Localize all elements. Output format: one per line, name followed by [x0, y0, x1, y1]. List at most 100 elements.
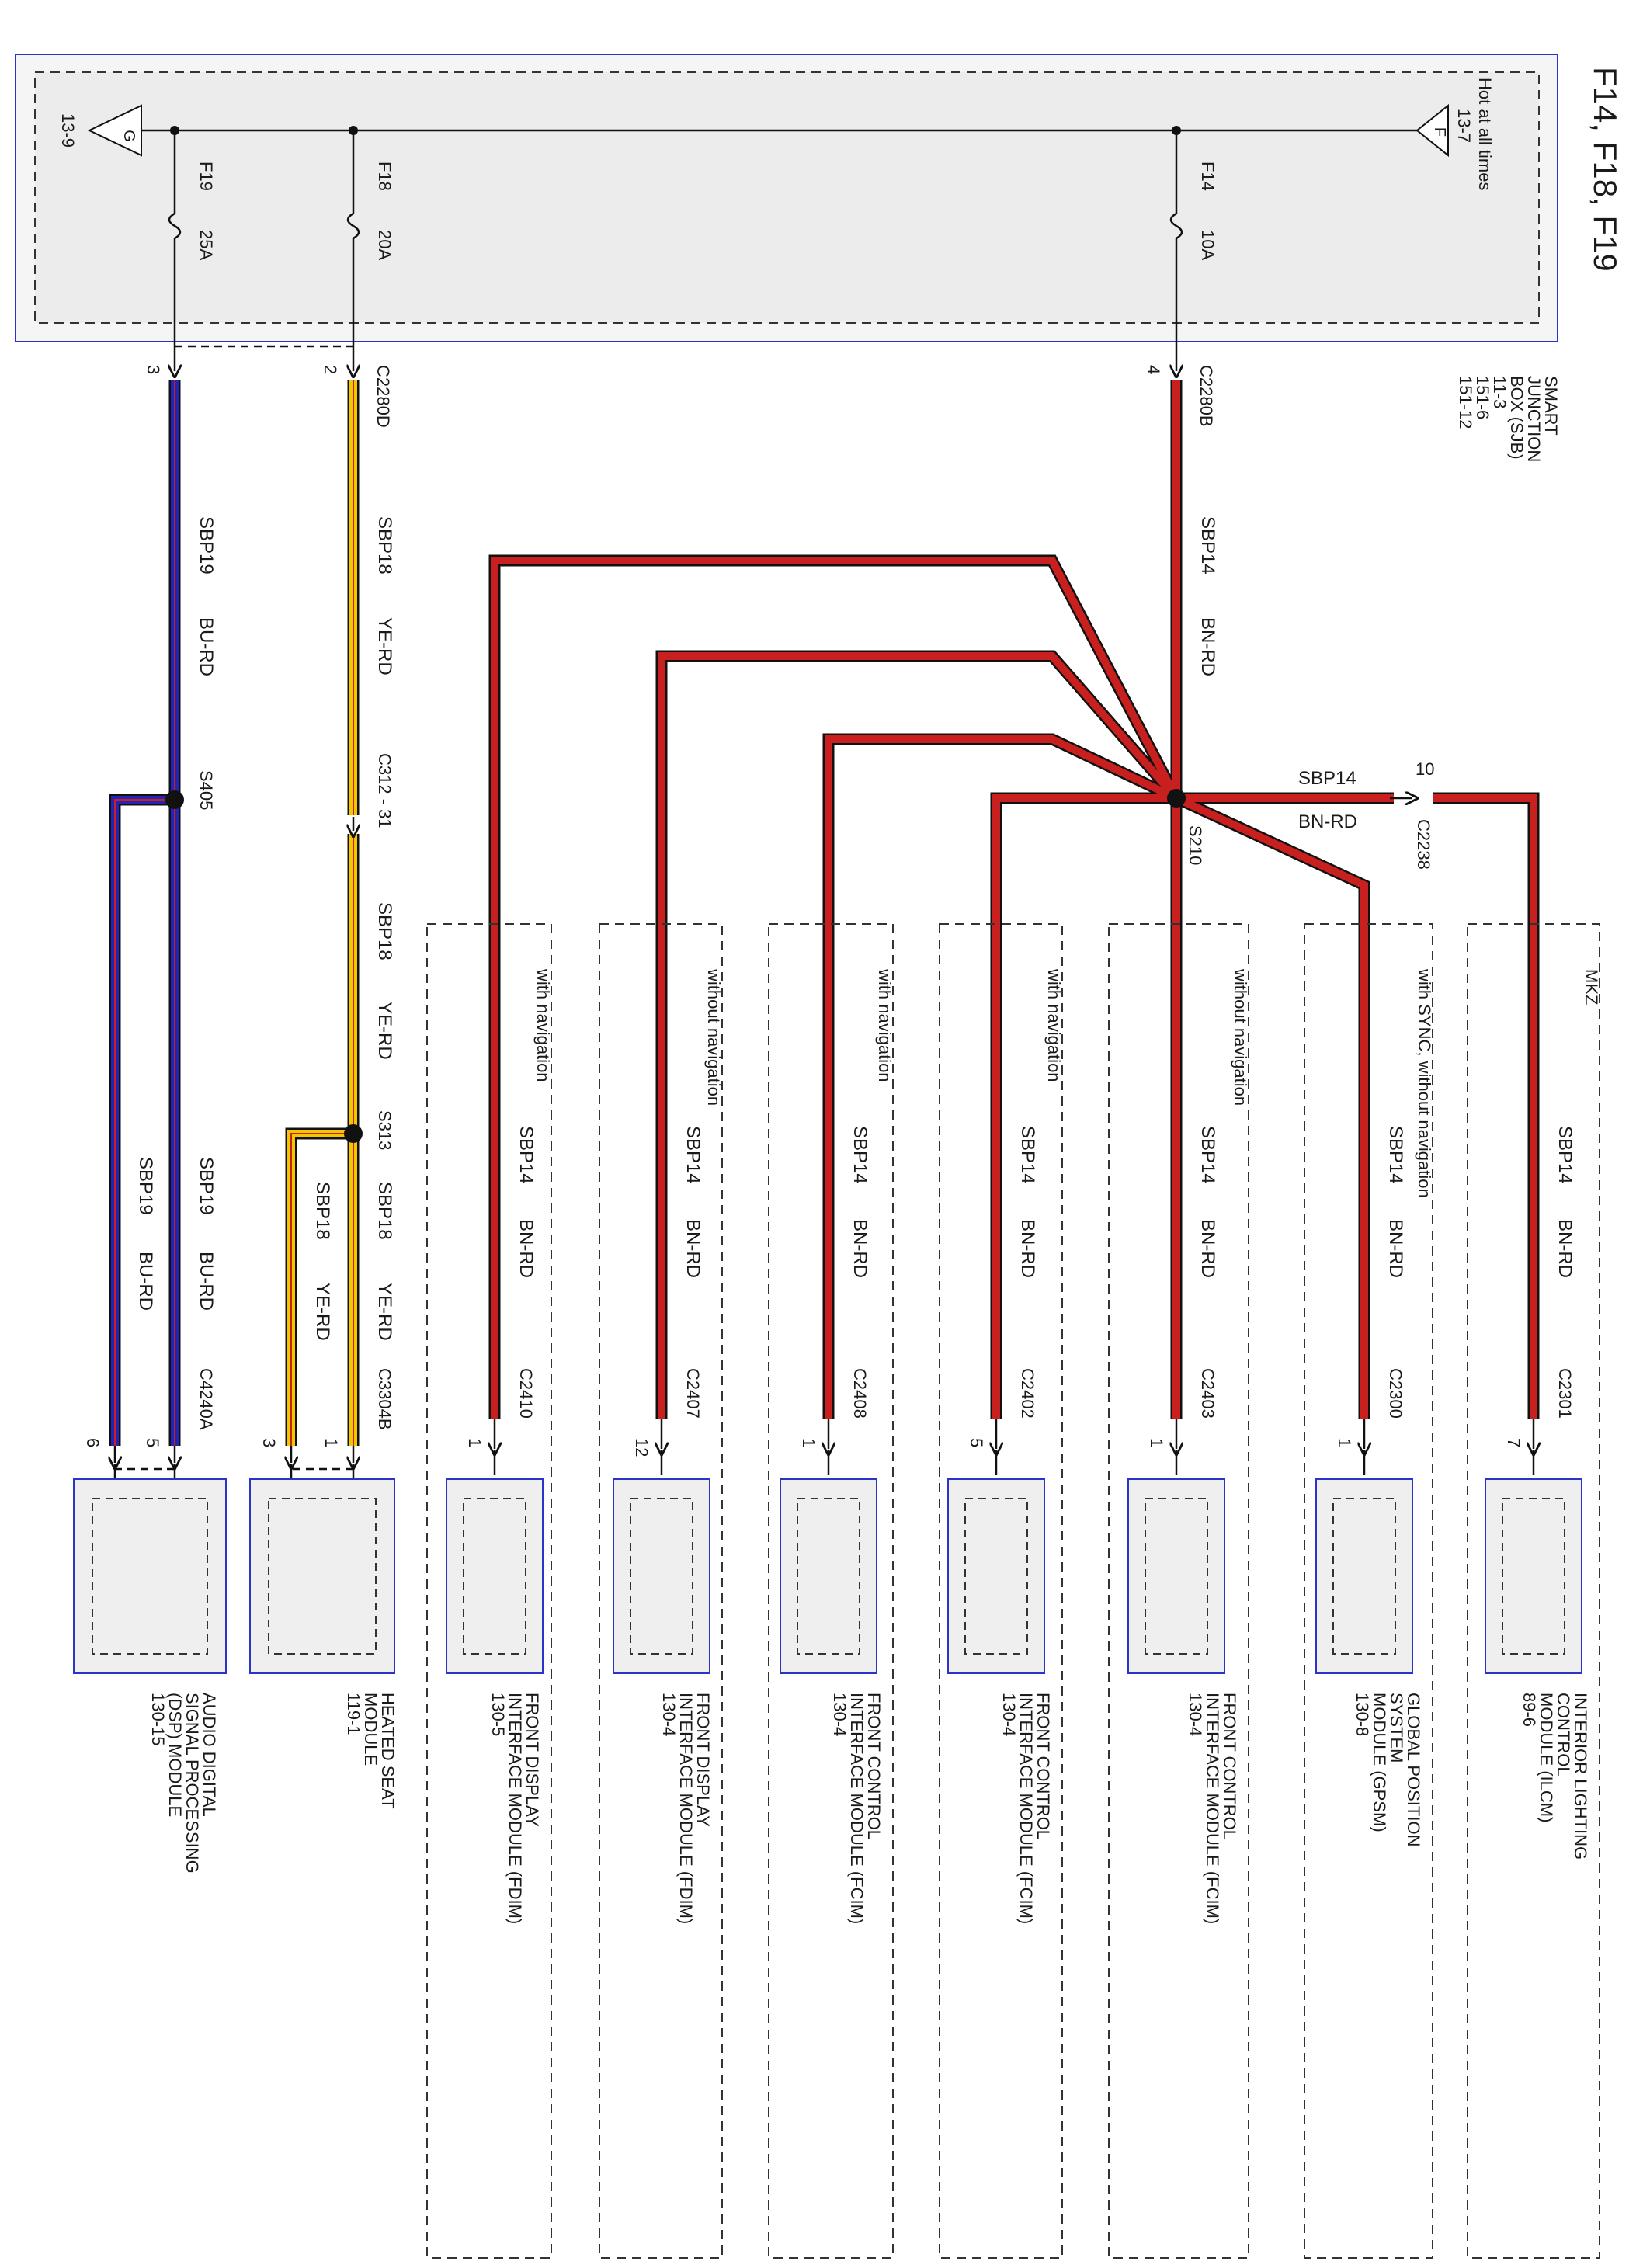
module-inner-box	[92, 1498, 208, 1655]
branch-wire-color: BN-RD	[849, 1219, 870, 1278]
branch-pin: 1	[1335, 1438, 1354, 1447]
branch-connector: C2408	[850, 1368, 870, 1419]
c312-label: C312 - 31	[375, 753, 394, 828]
module-label-line: SIGNAL PROCESSING	[182, 1693, 202, 1874]
module-box	[249, 1478, 395, 1674]
c2238-pin: 10	[1416, 759, 1434, 779]
sjb-name-line-4: 11-3	[1490, 376, 1509, 408]
module-box	[1315, 1478, 1413, 1674]
module-label-line: 130-4	[830, 1693, 849, 1736]
module-label-line: FRONT CONTROL	[1033, 1693, 1053, 1839]
splice-s313-label: S313	[375, 1110, 394, 1150]
title-text: F14, F18, F19	[1587, 67, 1624, 272]
module-label-line: CONTROL	[1554, 1693, 1573, 1777]
branch-pin: 7	[1504, 1438, 1523, 1447]
module-box	[446, 1478, 544, 1674]
branch-circuit: SBP14	[849, 1126, 870, 1184]
sbp19-wires	[109, 380, 181, 1446]
module-label-line: INTERFACE MODULE (FDIM)	[505, 1693, 525, 1924]
module-inner-box	[1332, 1498, 1396, 1655]
module-pin: 5	[143, 1438, 162, 1447]
ground-ref: 13-9	[58, 113, 78, 148]
module-inner-box	[964, 1498, 1028, 1655]
module-label-line: HEATED SEAT	[378, 1693, 398, 1809]
module-connector: C3304B	[375, 1368, 394, 1430]
option-dashed-box	[426, 923, 552, 2259]
sbp14-wires	[488, 380, 1540, 1419]
branch-circuit: SBP14	[683, 1126, 703, 1184]
branch-circuit: SBP14	[1197, 1126, 1218, 1184]
branch-pin: 1	[799, 1438, 818, 1447]
module-label-line: 130-8	[1353, 1693, 1372, 1736]
branch-c2407: without navigationSBP14BN-RDC240712FRONT…	[599, 923, 724, 2259]
module-label-line: 130-4	[659, 1693, 679, 1736]
branch-c2403: without navigationSBP14BN-RDC24031FRONT …	[1108, 923, 1250, 2259]
branch-condition: without navigation	[704, 968, 724, 1106]
sbp18-mid-color: YE-RD	[374, 1002, 395, 1060]
module-box	[1127, 1478, 1225, 1674]
c2238-name: C2238	[1414, 819, 1433, 870]
wire-sbp14-to-c2410	[491, 557, 1180, 1419]
feed-label: Hot at all times	[1475, 78, 1495, 191]
module-inner-box	[268, 1498, 377, 1655]
module-label-line: FRONT DISPLAY	[523, 1693, 542, 1827]
module-label-line: (DSP) MODULE	[165, 1693, 185, 1817]
pin-f18: 2	[321, 365, 340, 374]
module-label-line: INTERFACE MODULE (FDIM)	[676, 1693, 696, 1924]
branch-c2300: with SYNC, without navigationSBP14BN-RDC…	[1304, 923, 1434, 2259]
branch-pin: 5	[967, 1438, 986, 1447]
sbp18-upper-color: YE-RD	[374, 617, 395, 676]
branch-connector: C2300	[1386, 1368, 1405, 1419]
fuse-f18-symbol	[346, 130, 360, 342]
branch-wire-color: BN-RD	[1197, 1219, 1218, 1278]
module-label-line: INTERIOR LIGHTING	[1571, 1693, 1590, 1860]
module-label-line: 130-5	[488, 1693, 508, 1736]
fuse-f19-rating: 25A	[196, 230, 216, 260]
diagram-title: F14, F18, F19	[1587, 67, 1624, 272]
connector-c2280d: C2280D	[373, 365, 393, 428]
trunk-sbp14-circuit: SBP14	[1197, 516, 1218, 575]
splice-s405	[165, 790, 184, 809]
branch-connector: C2403	[1198, 1368, 1218, 1419]
option-dashed-box	[768, 923, 894, 2259]
feed-triangle-icon	[1416, 103, 1449, 158]
fuse-f14-rating: 10A	[1198, 230, 1218, 260]
fuse-f18-id: F18	[375, 162, 394, 191]
ground-triangle-icon	[87, 104, 142, 157]
sbp18-mid-circuit: SBP18	[374, 902, 395, 960]
module-inner-box	[797, 1498, 860, 1655]
branch-wire-color: BN-RD	[516, 1219, 537, 1278]
module-label-line: INTERFACE MODULE (FCIM)	[1016, 1693, 1036, 1924]
branch-wire-color: BN-RD	[1017, 1219, 1038, 1278]
module-inner-box	[1502, 1498, 1565, 1655]
splice-s210-label: S210	[1186, 825, 1205, 865]
pin-f14: 4	[1144, 365, 1163, 374]
branch-condition: with navigation	[533, 968, 553, 1082]
module-label-line: INTERFACE MODULE (FCIM)	[847, 1693, 867, 1924]
module-pin: 6	[83, 1438, 102, 1447]
feed-symbol: F	[1431, 127, 1448, 137]
splice-s405-label: S405	[196, 770, 216, 810]
module-connector: C4240A	[196, 1368, 216, 1430]
wire-sbp14-to-c2300	[1174, 794, 1368, 1419]
module-label-line: 130-4	[1186, 1693, 1205, 1736]
c2238-feed-circuit: SBP14	[1298, 768, 1356, 789]
module-label-line: FRONT CONTROL	[864, 1693, 884, 1839]
sbp18-lower-color: YE-RD	[374, 1283, 395, 1341]
fuse-f19-symbol	[168, 130, 182, 342]
fuse-f14-symbol	[1169, 130, 1183, 342]
fuse-f14-id: F14	[1198, 162, 1218, 191]
smart-junction-box: G 13-9 F Hot at all times 13-7 F19 25A F…	[15, 54, 1558, 342]
